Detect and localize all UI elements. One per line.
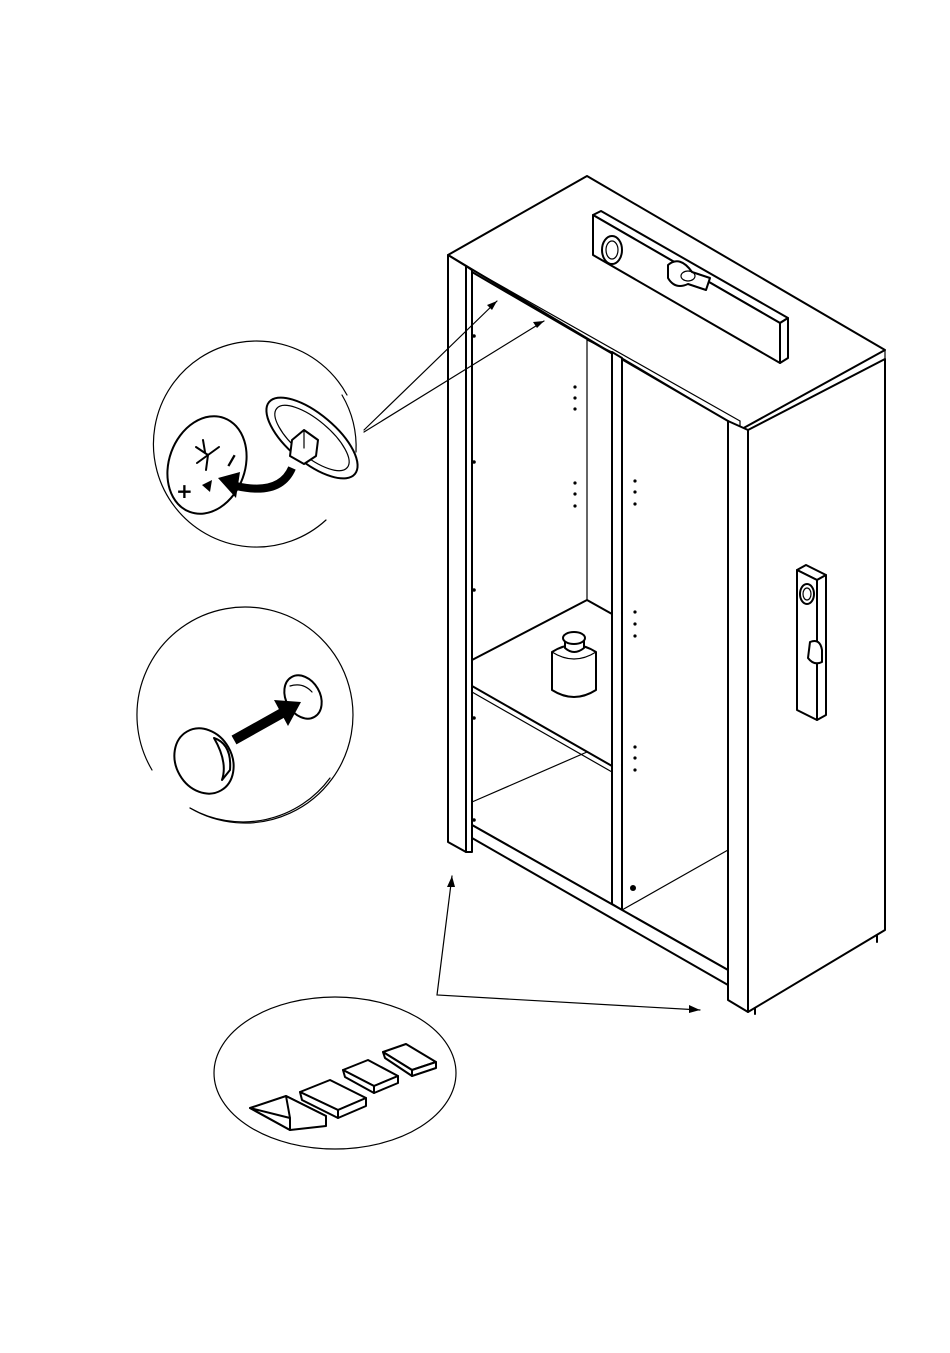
cabinet [448,176,885,1014]
callout-insert-cap [137,607,353,823]
cabinet-right-front-edge [728,421,748,1012]
straight-arrow-icon [234,700,301,740]
plus-sign: + [176,479,193,503]
shim-icon [343,1060,398,1093]
cabinet-left-front-edge [448,255,466,852]
callout-level-shims [214,997,456,1149]
cabinet-divider [612,352,622,910]
hinge-cap-icon [254,384,371,493]
spirit-level-side-icon [797,565,826,720]
callout-adjust-hinge: + − [153,341,370,547]
cover-cap-icon [163,718,245,805]
